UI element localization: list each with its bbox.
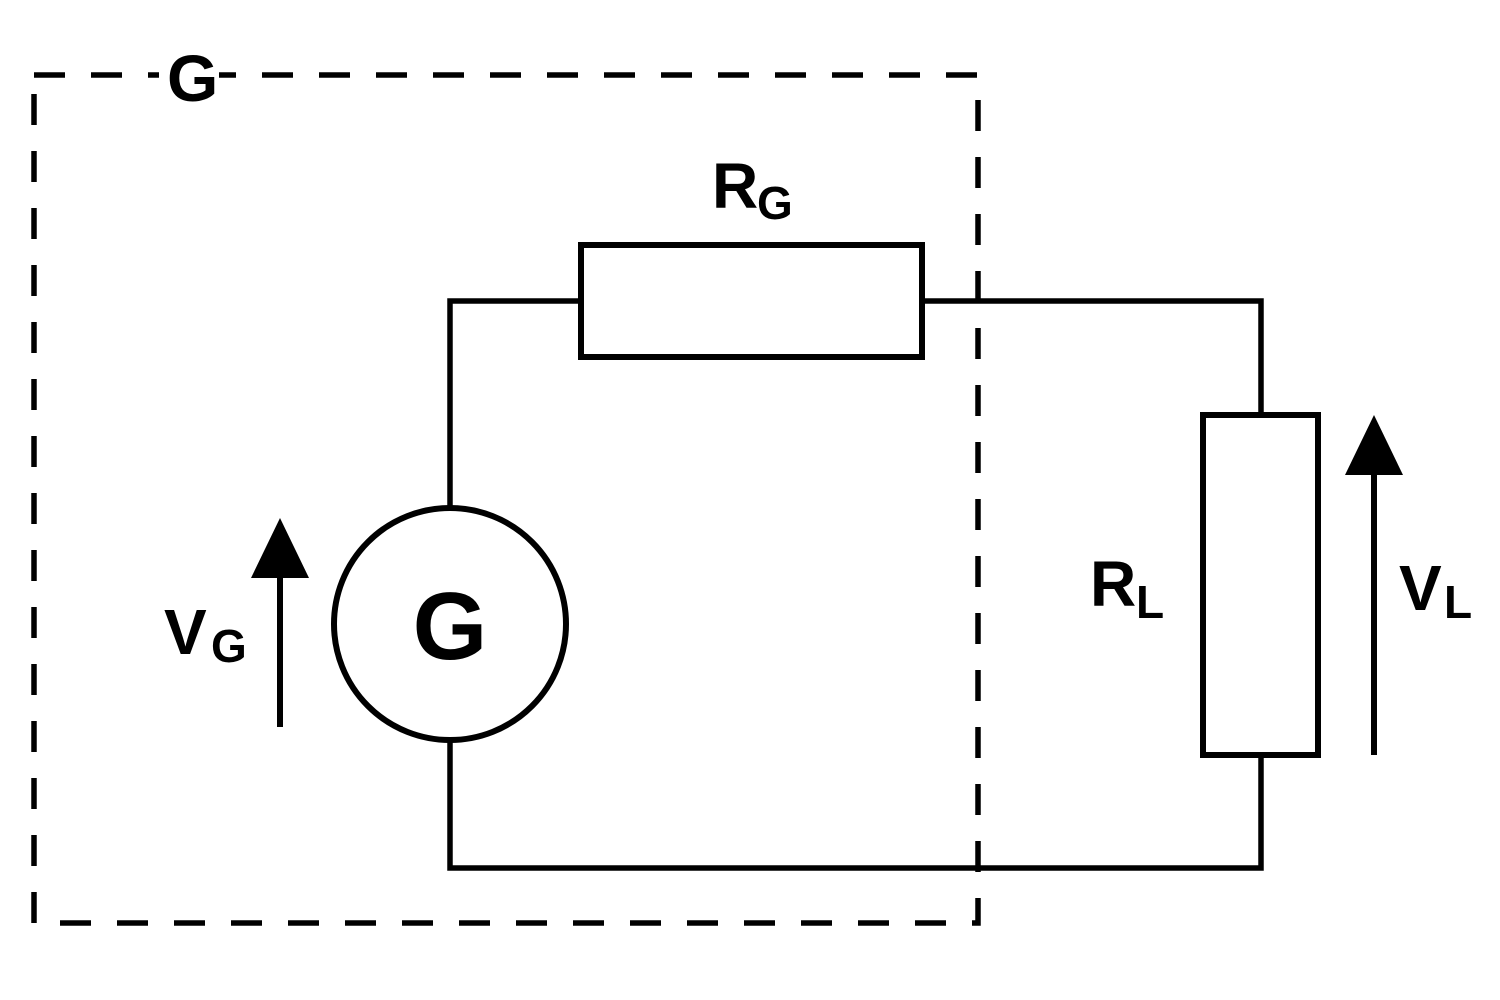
generator-boundary-box [31,72,981,926]
vg-voltage-label: V [164,596,207,668]
vg-arrow-icon [251,518,309,727]
resistor-rl-label-subscript: L [1136,576,1164,628]
resistor-rg-symbol [578,242,925,360]
wire-source-to-rg [447,298,581,508]
vg-voltage-label-subscript: G [211,620,247,672]
generator-box-label: G [167,41,218,115]
resistor-rg-label: R [712,150,758,222]
resistor-rl-symbol [1200,412,1321,758]
generator-box-label-background [159,44,219,106]
vl-voltage-label-subscript: L [1444,576,1472,628]
wire-rg-to-rl [922,298,1264,415]
generator-source-label: G [413,573,488,680]
wire-rl-to-source [447,740,1264,871]
vl-voltage-label: V [1399,552,1442,624]
resistor-rg-label-subscript: G [757,177,793,229]
vl-arrow-icon [1345,415,1403,755]
resistor-rl-label: R [1090,548,1136,620]
generator-source-symbol [331,505,569,743]
